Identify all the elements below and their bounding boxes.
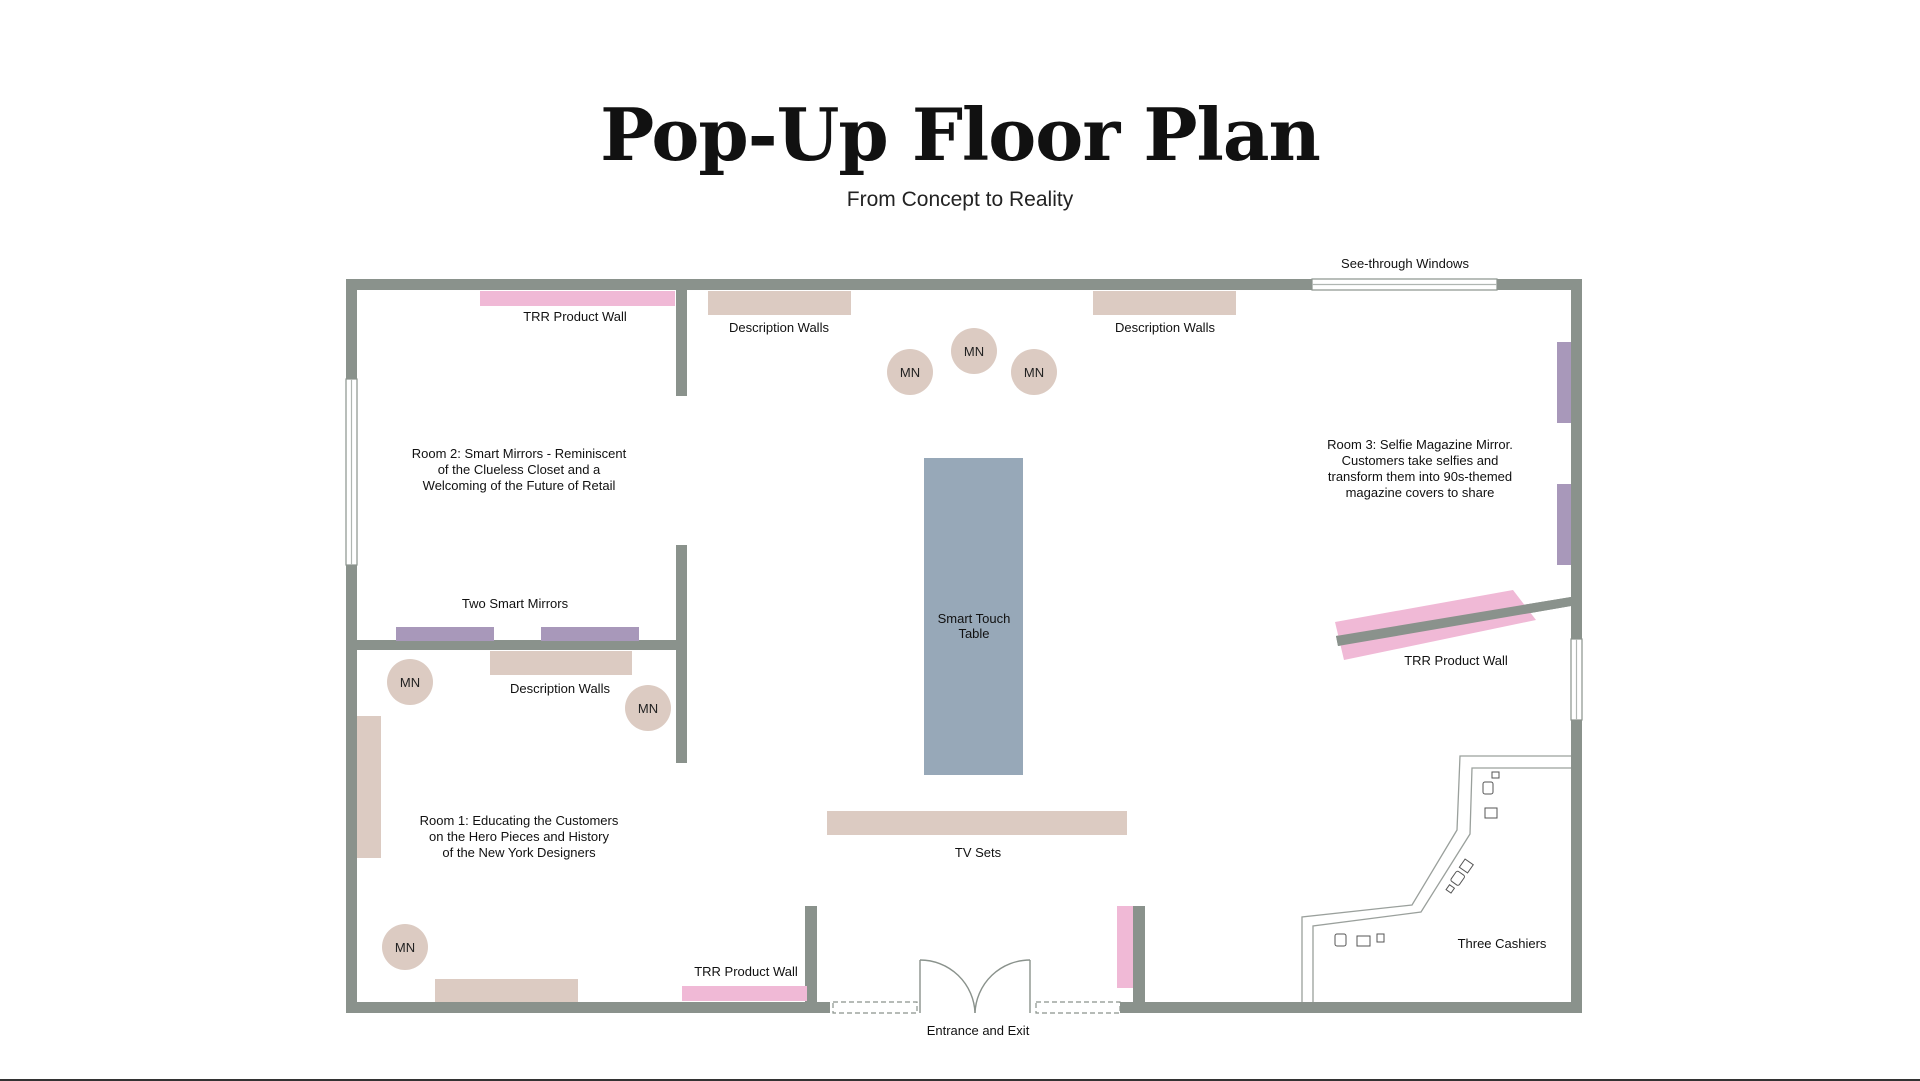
label-trr-product-wall-room1: TRR Product Wall [694, 964, 798, 979]
label-smart-touch-table-line1: Smart Touch [938, 611, 1011, 626]
cashier-registers [1334, 771, 1500, 947]
label-room2-line3: Welcoming of the Future of Retail [423, 478, 616, 493]
wall-left-lower [346, 565, 357, 1013]
wall-room3-diagonal-overlay [1336, 597, 1571, 646]
wall-room2-divider-top [676, 290, 687, 396]
label-two-smart-mirrors: Two Smart Mirrors [462, 596, 569, 611]
smart-mirrors [396, 342, 1571, 641]
page-title: Pop-Up Floor Plan [600, 92, 1321, 177]
svg-text:MN: MN [900, 365, 920, 380]
label-room1-line2: on the Hero Pieces and History [429, 829, 609, 844]
description-wall-top-left [708, 291, 851, 315]
label-room2-line1: Room 2: Smart Mirrors - Reminiscent [412, 446, 627, 461]
entrance-doors[interactable] [919, 959, 1031, 1014]
trr-product-wall-room2 [480, 291, 675, 306]
label-entrance-exit: Entrance and Exit [927, 1023, 1030, 1038]
label-room3-line3: transform them into 90s-themed [1328, 469, 1512, 484]
smart-touch-table[interactable] [924, 458, 1023, 775]
register-3-icon [1334, 933, 1385, 947]
page-subtitle: From Concept to Reality [846, 188, 1074, 211]
labels: See-through Windows TRR Product Wall Des… [412, 256, 1547, 1038]
trr-product-wall-room1 [682, 986, 807, 1001]
label-smart-touch-table-line2: Table [958, 626, 989, 641]
wall-top [346, 279, 1582, 290]
mannequin-1: MN [887, 349, 933, 395]
label-trr-product-wall-room3: TRR Product Wall [1404, 653, 1508, 668]
svg-text:MN: MN [1024, 365, 1044, 380]
label-see-through-windows: See-through Windows [1341, 256, 1469, 271]
wall-entrance-left [805, 906, 817, 1002]
mannequin-5: MN [625, 685, 671, 731]
mannequin-4: MN [387, 659, 433, 705]
label-room1-line3: of the New York Designers [442, 845, 596, 860]
wall-right-lower [1571, 720, 1582, 1013]
wall-bottom-right [1120, 1002, 1582, 1013]
label-room1-line1: Room 1: Educating the Customers [420, 813, 619, 828]
label-room3-line1: Room 3: Selfie Magazine Mirror. [1327, 437, 1513, 452]
label-trr-product-wall-room2: TRR Product Wall [523, 309, 627, 324]
label-description-walls-top-right: Description Walls [1115, 320, 1215, 335]
label-tv-sets: TV Sets [955, 845, 1002, 860]
svg-text:MN: MN [638, 701, 658, 716]
tv-sets [827, 811, 1127, 835]
wall-left-upper [346, 279, 357, 379]
register-2-icon [1445, 858, 1474, 894]
label-room3-line4: magazine covers to share [1346, 485, 1495, 500]
mannequin-2: MN [951, 328, 997, 374]
wall-room1-room2 [357, 640, 687, 650]
label-description-walls-room1: Description Walls [510, 681, 610, 696]
windows [345, 278, 1583, 721]
outer-walls [346, 279, 1582, 1013]
wall-bottom-left [346, 1002, 830, 1013]
description-wall-top-right [1093, 291, 1236, 315]
description-wall-room1-bottom [435, 979, 578, 1002]
description-wall-room1 [490, 651, 632, 675]
label-three-cashiers: Three Cashiers [1458, 936, 1547, 951]
label-room3-line2: Customers take selfies and [1342, 453, 1499, 468]
entrance-gaps [832, 1001, 1121, 1014]
smart-mirror-2 [541, 627, 639, 641]
mannequin-3: MN [1011, 349, 1057, 395]
selfie-mirror-2 [1557, 484, 1571, 565]
product-wall-entrance-right [1117, 906, 1133, 988]
mannequins: MN MN MN MN MN MN [382, 328, 1057, 970]
description-walls [357, 291, 1236, 1002]
smart-mirror-1 [396, 627, 494, 641]
svg-text:MN: MN [400, 675, 420, 690]
label-room2-line2: of the Clueless Closet and a [438, 462, 601, 477]
label-description-walls-top-left: Description Walls [729, 320, 829, 335]
wall-entrance-right [1133, 906, 1145, 1002]
bottom-divider [0, 1079, 1920, 1081]
wall-room-divider-middle [676, 545, 687, 763]
cashier-counter [1301, 755, 1571, 1002]
description-wall-room1-left [357, 716, 381, 858]
register-1-icon [1482, 771, 1500, 819]
mannequin-6: MN [382, 924, 428, 970]
svg-text:MN: MN [964, 344, 984, 359]
wall-right-upper [1571, 279, 1582, 639]
svg-text:MN: MN [395, 940, 415, 955]
selfie-mirror-1 [1557, 342, 1571, 423]
